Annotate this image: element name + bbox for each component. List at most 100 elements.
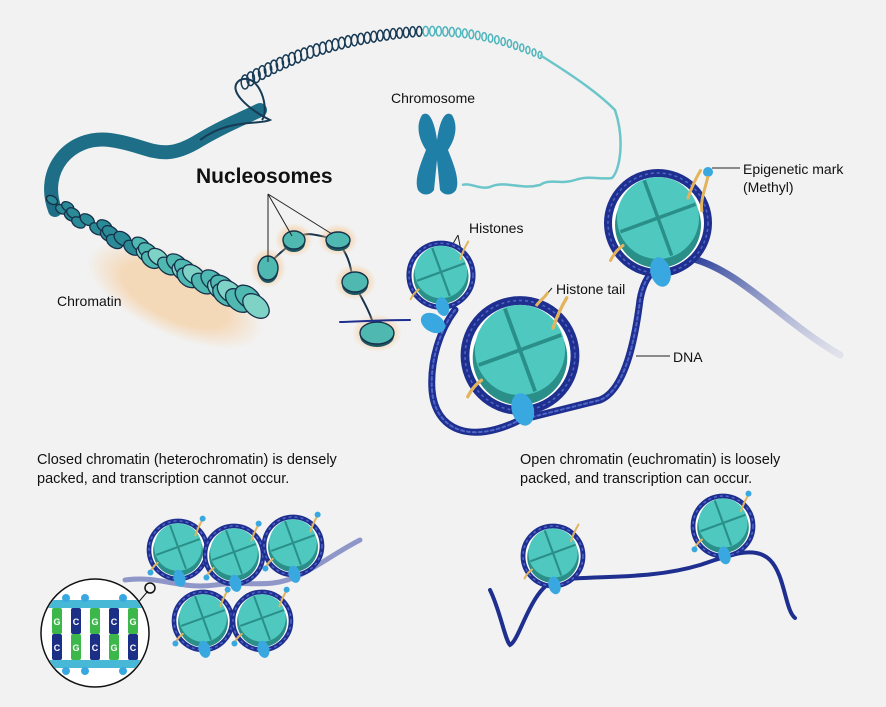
methyl-mark-icon: [745, 490, 752, 497]
methyl-mark-icon: [81, 667, 89, 675]
dna-coil-loop: [331, 37, 340, 52]
label-epigenetic-mark-methyl: (Methyl): [743, 179, 794, 195]
dna-coil-loop: [487, 33, 494, 44]
methyl-mark-icon: [199, 515, 206, 522]
linker-histone: [420, 312, 446, 334]
dna-coil-loop: [481, 31, 488, 42]
linker-histone: [511, 393, 535, 426]
base-C: [90, 634, 100, 660]
methyl-mark-icon: [119, 667, 127, 675]
dna-wrap-texture: [204, 525, 264, 585]
linker-histone: [288, 565, 301, 583]
histone-divider: [503, 308, 537, 392]
dna-coil-loop: [422, 25, 430, 37]
base-label: G: [110, 643, 117, 653]
dna-coil-loop: [428, 25, 436, 37]
nucleosome: [406, 240, 476, 316]
dna-coil-loop: [337, 36, 346, 50]
histone-tail: [523, 568, 533, 580]
dna-coil-loop: [442, 26, 449, 37]
closed-chromatin-nucleosomes: [146, 511, 325, 658]
dna-coil-loop: [376, 29, 384, 42]
dna-coil-loop: [461, 28, 469, 39]
base-G: [90, 608, 100, 634]
caption-closed-line-2: packed, and transcription cannot occur.: [37, 471, 290, 487]
dna-coil-loop: [448, 26, 456, 38]
dna-coil-loop: [240, 74, 250, 90]
base-G: [71, 634, 81, 660]
histone-tail: [409, 288, 420, 301]
nucleosome: [230, 586, 294, 658]
base-label: C: [73, 617, 80, 627]
nucleosome-bead: [325, 231, 351, 249]
dna-coil-loop: [435, 25, 443, 37]
base-G: [128, 608, 138, 634]
histone-divider: [642, 179, 674, 257]
base-label: G: [91, 617, 98, 627]
base-label: G: [53, 617, 60, 627]
large-nucleosomes: [406, 167, 713, 426]
caption-open-chromatin: Open chromatin (euchromatin) is loosely …: [520, 451, 780, 489]
methyl-mark-icon: [314, 511, 321, 518]
dna-backbone-top: [42, 600, 148, 608]
dna-coil-loop: [263, 62, 273, 78]
histone-tail: [609, 244, 625, 262]
dna-coil-loop: [257, 65, 267, 81]
dna-backbone-bottom: [42, 660, 148, 668]
open-chromatin-nucleosomes: [520, 490, 756, 595]
dna-strand-main: [339, 254, 844, 436]
linker-histone: [198, 640, 211, 658]
linker-histone: [257, 640, 270, 658]
base-C: [71, 608, 81, 634]
nucleosome: [146, 515, 210, 587]
base-G: [52, 608, 62, 634]
nucleosome: [171, 586, 235, 658]
dna-coil-loop: [281, 54, 291, 69]
methyl-mark-icon: [81, 594, 89, 602]
dna-coil-loop: [389, 27, 397, 40]
nucleosome-bead: [359, 321, 395, 345]
chromatin-stacked-nucleosomes: [45, 194, 270, 350]
dna-wrap-texture: [692, 495, 754, 557]
methyl-mark-icon: [62, 594, 70, 602]
label-epigenetic-mark: Epigenetic mark: [743, 161, 844, 177]
dna-wrap-texture: [522, 525, 584, 587]
histone-divider: [431, 247, 451, 297]
chromosome-icon: [416, 113, 458, 195]
methyl-mark-icon: [147, 569, 154, 576]
methyl-mark-icon: [203, 574, 210, 581]
epigenetic-mark-icon: [703, 167, 713, 177]
dna-coil-loop: [512, 41, 519, 51]
dna-wrap-texture: [263, 516, 323, 576]
dna-coil-loop: [506, 38, 513, 49]
methyl-mark-icon: [172, 640, 179, 647]
base-label: C: [130, 643, 137, 653]
dna-coil-loop: [344, 35, 352, 49]
nucleosome: [520, 523, 586, 595]
linker-histone: [435, 297, 450, 316]
coiled-dna-section: [240, 25, 543, 90]
nucleosome: [690, 490, 756, 565]
nucleosome-bead: [341, 271, 369, 293]
histone-tail: [459, 240, 470, 261]
linker-histone: [173, 569, 186, 587]
base-label: C: [54, 643, 61, 653]
histone-divider: [253, 595, 271, 641]
methyl-mark-icon: [255, 520, 262, 527]
dna-coil-loop: [500, 36, 507, 47]
base-label: G: [129, 617, 136, 627]
dna-coil-loop: [525, 45, 531, 55]
methyl-mark-icon: [283, 586, 290, 593]
dna-coil-loop: [383, 28, 391, 41]
caption-open-line-1: Open chromatin (euchromatin) is loosely: [520, 452, 781, 468]
methyl-mark-icon: [262, 565, 269, 572]
dna-coil-loop: [369, 30, 378, 43]
dna-coil-loop: [269, 59, 279, 75]
label-histones: Histones: [469, 220, 524, 236]
label-chromosome: Chromosome: [391, 90, 476, 106]
base-label: C: [111, 617, 118, 627]
dna-coil-loop: [251, 68, 261, 84]
caption-closed-line-1: Closed chromatin (heterochromatin) is de…: [37, 452, 337, 468]
